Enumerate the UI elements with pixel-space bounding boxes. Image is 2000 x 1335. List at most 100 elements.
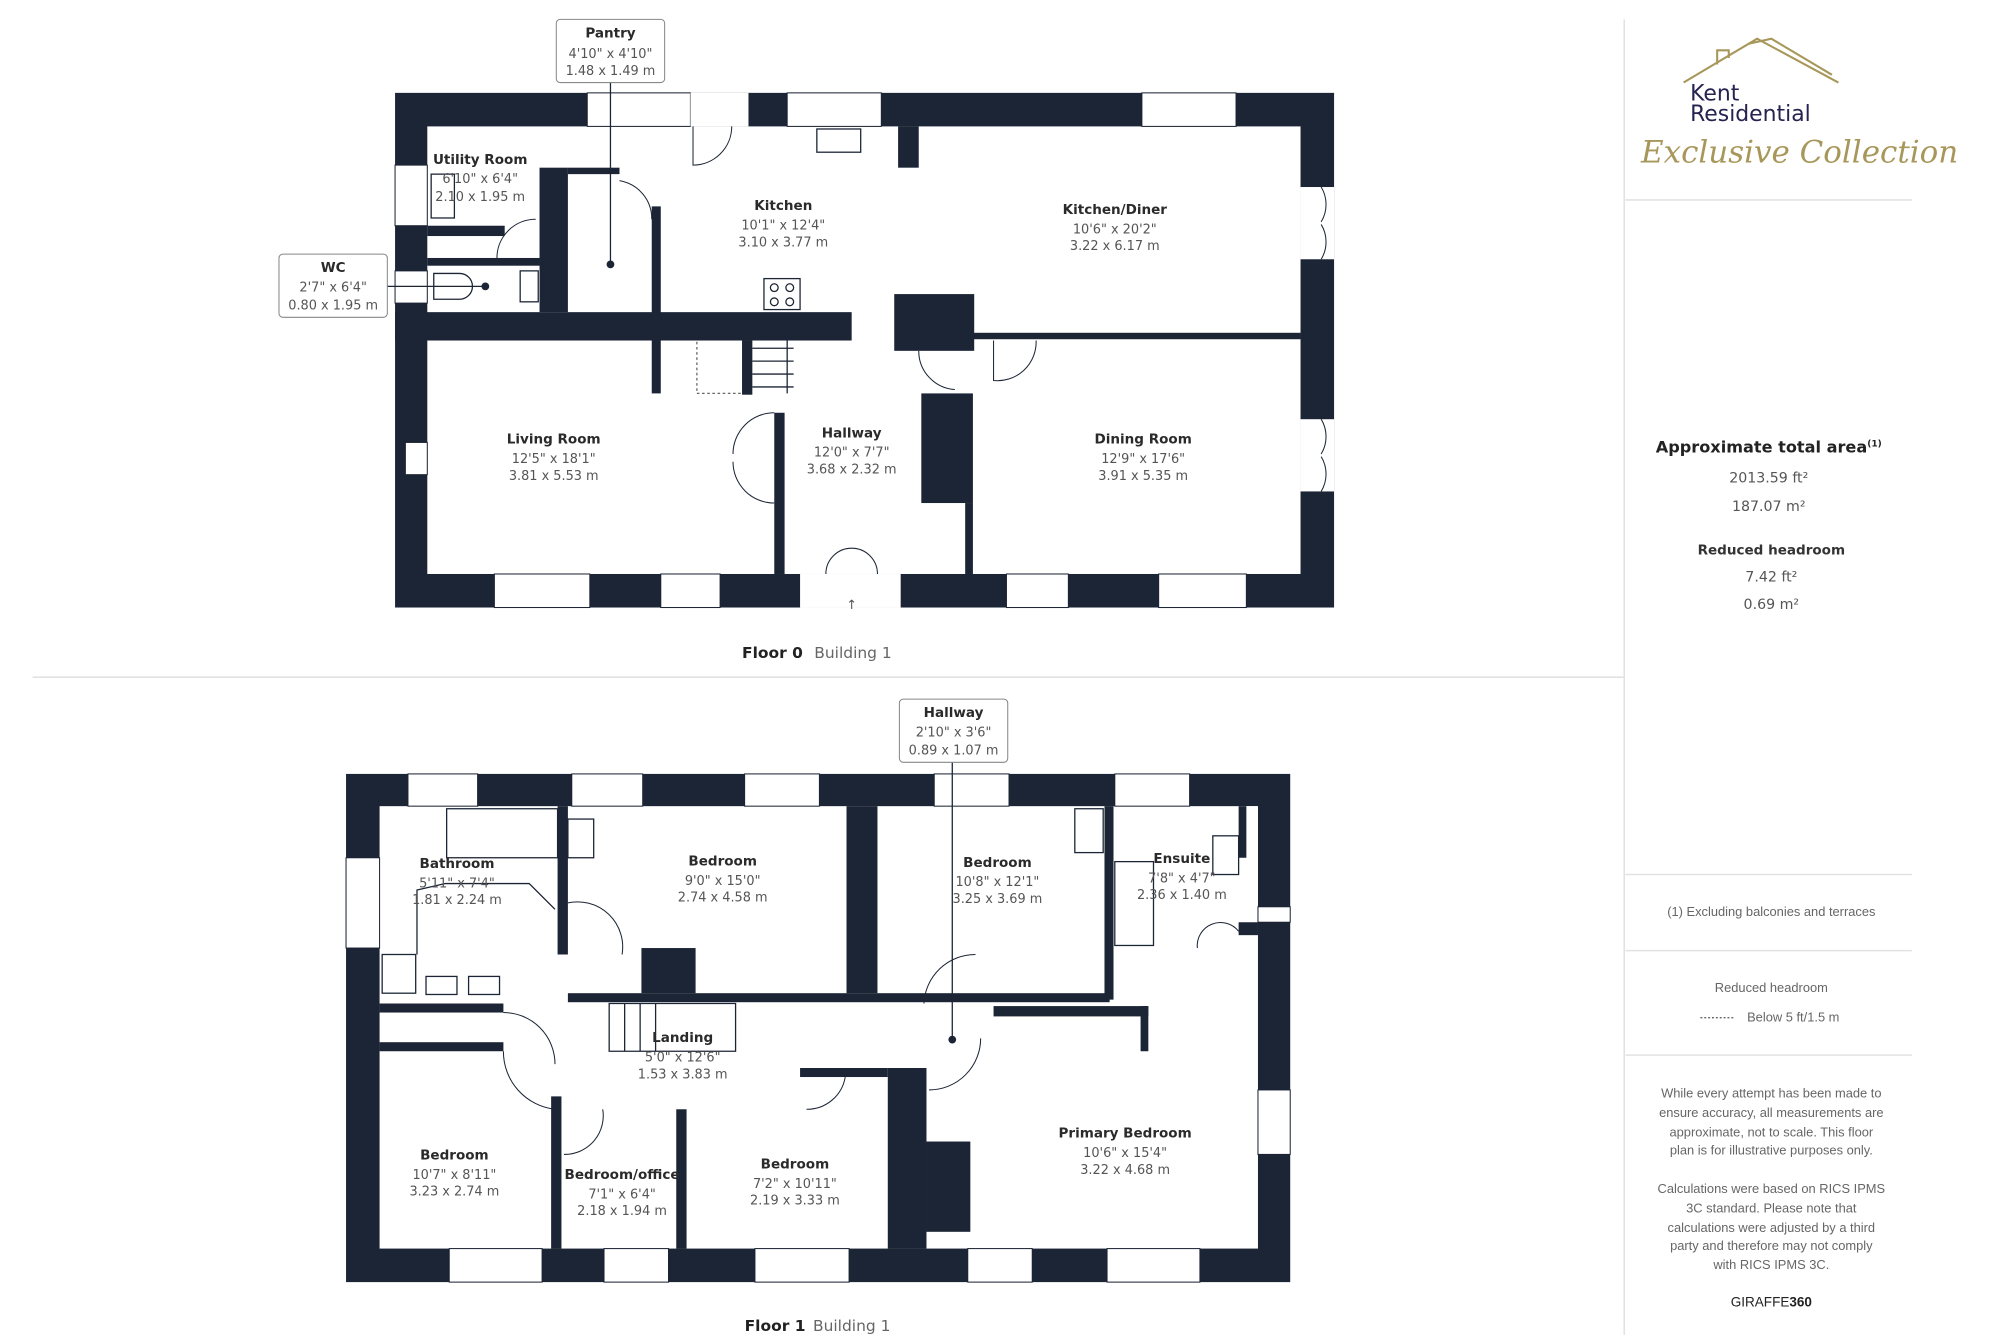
svg-text:2.36 x 1.40 m: 2.36 x 1.40 m <box>1137 888 1227 903</box>
window <box>493 573 591 609</box>
svg-text:calculations were adjusted by: calculations were adjusted by a third <box>1668 1220 1876 1235</box>
svg-text:Bedroom: Bedroom <box>761 1157 830 1173</box>
window <box>1005 573 1069 609</box>
svg-text:Pantry: Pantry <box>585 25 635 41</box>
svg-text:Exclusive Collection: Exclusive Collection <box>1640 135 1958 171</box>
room-label: Hallway 2'10" x 3'6" 0.89 x 1.07 m <box>909 705 999 758</box>
french-door <box>1320 186 1327 260</box>
svg-text:3.81 x 5.53 m: 3.81 x 5.53 m <box>509 469 599 484</box>
room-label: Bedroom 10'8" x 12'1" 3.25 x 3.69 m <box>953 855 1043 907</box>
door <box>502 901 624 1155</box>
floor-1-plan: Hallway 2'10" x 3'6" 0.89 x 1.07 m Bathroo… <box>345 698 1291 1335</box>
window <box>967 1248 1033 1283</box>
svg-text:with RICS IPMS 3C.: with RICS IPMS 3C. <box>1712 1257 1829 1272</box>
svg-text:3.68 x 2.32 m: 3.68 x 2.32 m <box>807 462 897 477</box>
callout-pantry <box>555 18 666 84</box>
window <box>603 1248 670 1283</box>
svg-text:2.19 x 3.33 m: 2.19 x 3.33 m <box>750 1194 840 1209</box>
reduced-headroom-m: 0.69 m² <box>1744 597 1800 613</box>
svg-text:2'7" x 6'4": 2'7" x 6'4" <box>299 281 367 296</box>
floor-0-plan: ↑ <box>278 18 1335 662</box>
svg-text:0.89 x 1.07 m: 0.89 x 1.07 m <box>909 744 999 759</box>
wardrobe <box>1074 808 1104 854</box>
reduced-headroom-ft: 7.42 ft² <box>1745 570 1797 586</box>
svg-text:Bedroom: Bedroom <box>963 855 1032 871</box>
legend-item: Below 5 ft/1.5 m <box>1747 1010 1839 1025</box>
room-label: WC 2'7" x 6'4" 0.80 x 1.95 m <box>288 260 378 313</box>
total-area-m: 187.07 m² <box>1732 499 1806 515</box>
window <box>1141 92 1237 127</box>
svg-text:3.10 x 3.77 m: 3.10 x 3.77 m <box>738 235 828 250</box>
brand-logo: Kent Residential Exclusive Collection <box>1640 37 1958 171</box>
fireplace <box>404 441 428 476</box>
window <box>744 773 820 807</box>
giraffe360-credit: GIRAFFE360 <box>1731 1295 1812 1310</box>
svg-text:4'10" x 4'10": 4'10" x 4'10" <box>569 47 653 62</box>
floor-1-building: Building 1 <box>813 1317 891 1335</box>
window <box>660 573 721 609</box>
window <box>1158 573 1247 609</box>
window <box>933 773 1010 807</box>
svg-text:12'5" x 18'1": 12'5" x 18'1" <box>512 452 596 467</box>
svg-text:party and therefore may not co: party and therefore may not comply <box>1670 1238 1873 1253</box>
window <box>394 270 428 304</box>
french-door <box>1320 418 1327 492</box>
svg-text:0.80 x 1.95 m: 0.80 x 1.95 m <box>288 299 378 314</box>
svg-text:12'0" x 7'7": 12'0" x 7'7" <box>814 446 890 461</box>
svg-text:2.74 x 4.58 m: 2.74 x 4.58 m <box>678 891 768 906</box>
svg-text:Bedroom: Bedroom <box>688 853 757 869</box>
svg-text:5'0" x 12'6": 5'0" x 12'6" <box>645 1051 721 1066</box>
window <box>407 773 479 807</box>
callout-hallway <box>898 698 1009 763</box>
door <box>692 126 733 166</box>
window <box>1106 1248 1201 1283</box>
svg-text:Kitchen: Kitchen <box>754 198 812 214</box>
svg-text:3.91 x 5.35 m: 3.91 x 5.35 m <box>1098 469 1188 484</box>
window <box>754 1248 850 1283</box>
svg-text:2'10" x 3'6": 2'10" x 3'6" <box>916 726 992 741</box>
bath <box>446 808 559 859</box>
window <box>1257 906 1291 923</box>
house-roof-icon <box>1683 37 1839 84</box>
svg-text:2.18 x 1.94 m: 2.18 x 1.94 m <box>577 1204 667 1219</box>
svg-text:Hallway: Hallway <box>924 705 984 721</box>
svg-text:Primary Bedroom: Primary Bedroom <box>1059 1126 1192 1142</box>
window <box>448 1248 543 1283</box>
window <box>786 92 882 127</box>
svg-text:10'8" x 12'1": 10'8" x 12'1" <box>955 875 1039 890</box>
svg-text:Hallway: Hallway <box>822 425 882 441</box>
window <box>1114 773 1191 807</box>
info-panel: Kent Residential Exclusive Collection Ap… <box>1625 37 1958 1310</box>
shower <box>1114 860 1155 947</box>
svg-text:WC: WC <box>321 260 346 276</box>
legend-title: Reduced headroom <box>1715 980 1828 995</box>
svg-text:Bathroom: Bathroom <box>420 856 495 872</box>
svg-text:approximate, not to scale. Thi: approximate, not to scale. This floor <box>1669 1124 1873 1139</box>
svg-text:While every attempt has been m: While every attempt has been made to <box>1661 1086 1881 1101</box>
window <box>1257 1089 1291 1155</box>
svg-text:Bedroom/office: Bedroom/office <box>565 1167 680 1183</box>
floor-0-building: Building 1 <box>814 644 892 662</box>
door <box>918 340 1037 391</box>
svg-text:Kitchen/Diner: Kitchen/Diner <box>1063 202 1168 218</box>
svg-text:Landing: Landing <box>652 1030 713 1046</box>
stairs <box>608 1002 737 1052</box>
total-area-title: Approximate total area(1) <box>1656 438 1882 457</box>
double-door <box>732 412 775 504</box>
svg-text:12'9" x 17'6": 12'9" x 17'6" <box>1101 452 1185 467</box>
svg-text:10'7" x 8'11": 10'7" x 8'11" <box>412 1168 496 1183</box>
window <box>394 164 428 227</box>
appliance <box>430 173 456 219</box>
svg-text:10'6" x 15'4": 10'6" x 15'4" <box>1083 1146 1167 1161</box>
room-label: Hallway 12'0" x 7'7"3.68 x 2.32 m <box>807 425 897 477</box>
svg-text:3.25 x 3.69 m: 3.25 x 3.69 m <box>953 892 1043 907</box>
